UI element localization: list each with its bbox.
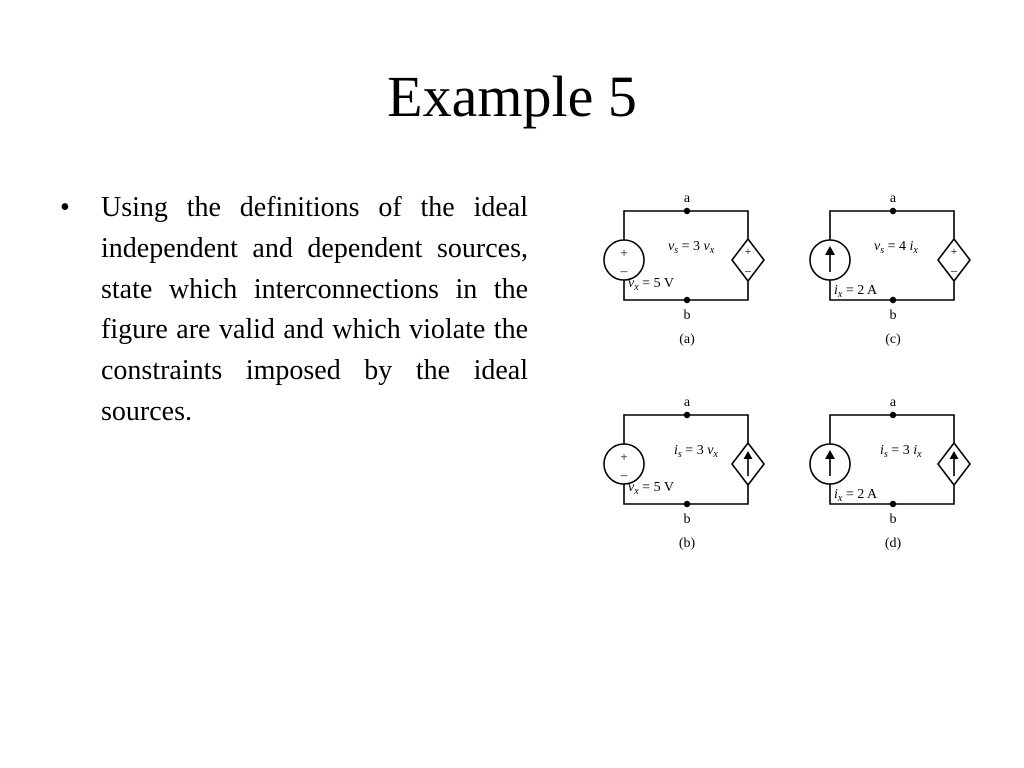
wire-top xyxy=(623,210,749,240)
node-a-dot xyxy=(683,411,691,419)
independent-source-label: ix = 2 A xyxy=(834,487,878,504)
independent-source-symbol xyxy=(603,239,645,281)
circuit-caption: (c) xyxy=(885,332,901,347)
arrow-up-icon xyxy=(825,246,835,255)
dependent-source-symbol xyxy=(730,441,766,487)
independent-source-symbol xyxy=(809,239,851,281)
independent-source-symbol xyxy=(603,443,645,485)
wire-top xyxy=(829,414,955,444)
arrow-up-icon xyxy=(949,451,959,459)
bullet-text: Using the definitions of the ideal indep… xyxy=(101,192,528,427)
node-a-label: a xyxy=(890,395,897,410)
circuit-caption: (b) xyxy=(679,536,696,551)
circuit-c: a b (c) ix = 2 A + – vs = 4 ix xyxy=(809,191,972,347)
plus-sign: + xyxy=(620,245,627,260)
minus-sign: – xyxy=(620,467,628,482)
dependent-source-symbol xyxy=(730,237,766,283)
dependent-source-label: is = 3 ix xyxy=(880,443,922,460)
wire-top xyxy=(829,210,955,240)
node-b-label: b xyxy=(890,512,897,527)
node-a-label: a xyxy=(684,395,691,410)
node-b-dot xyxy=(889,500,897,508)
node-a-label: a xyxy=(684,191,691,206)
node-a-dot xyxy=(889,207,897,215)
wire-top xyxy=(623,414,749,444)
dependent-source-symbol xyxy=(936,237,972,283)
node-b-dot xyxy=(889,296,897,304)
independent-source-label: vx = 5 V xyxy=(628,480,674,497)
bullet-marker: • xyxy=(60,192,70,223)
circuit-a: ab(a)+–vx = 5 V+–vs = 3 vx xyxy=(603,191,766,347)
dependent-source-label: vs = 4 ix xyxy=(874,239,918,256)
minus-sign: – xyxy=(620,263,628,278)
arrow-up-icon xyxy=(743,451,753,459)
minus-sign: – xyxy=(744,263,752,277)
node-b-dot xyxy=(683,500,691,508)
minus-sign: – xyxy=(950,263,958,277)
node-b-label: b xyxy=(684,512,691,527)
dependent-source-label: vs = 3 vx xyxy=(668,239,715,256)
plus-sign: + xyxy=(951,244,958,258)
node-b-label: b xyxy=(684,308,691,323)
plus-sign: + xyxy=(745,244,752,258)
node-a-dot xyxy=(683,207,691,215)
arrow-up-icon xyxy=(825,450,835,459)
plus-sign: + xyxy=(620,449,627,464)
node-b-dot xyxy=(683,296,691,304)
independent-source-label: ix = 2 A xyxy=(834,283,878,300)
independent-source-symbol xyxy=(809,443,851,485)
bullet-item: • Using the definitions of the ideal ind… xyxy=(60,188,528,433)
circuit-b: a b (b) + –vx = 5 V is = 3 vx xyxy=(603,395,766,551)
node-a-label: a xyxy=(890,191,897,206)
node-a-dot xyxy=(889,411,897,419)
circuit-caption: (a) xyxy=(679,332,695,347)
circuit-d: a b (d) ix = 2 A is = 3 ix xyxy=(809,395,972,551)
independent-source-label: vx = 5 V xyxy=(628,276,674,293)
dependent-source-symbol xyxy=(936,441,972,487)
node-b-label: b xyxy=(890,308,897,323)
slide-title: Example 5 xyxy=(387,64,637,129)
circuit-caption: (d) xyxy=(885,536,902,551)
dependent-source-label: is = 3 vx xyxy=(674,443,718,460)
